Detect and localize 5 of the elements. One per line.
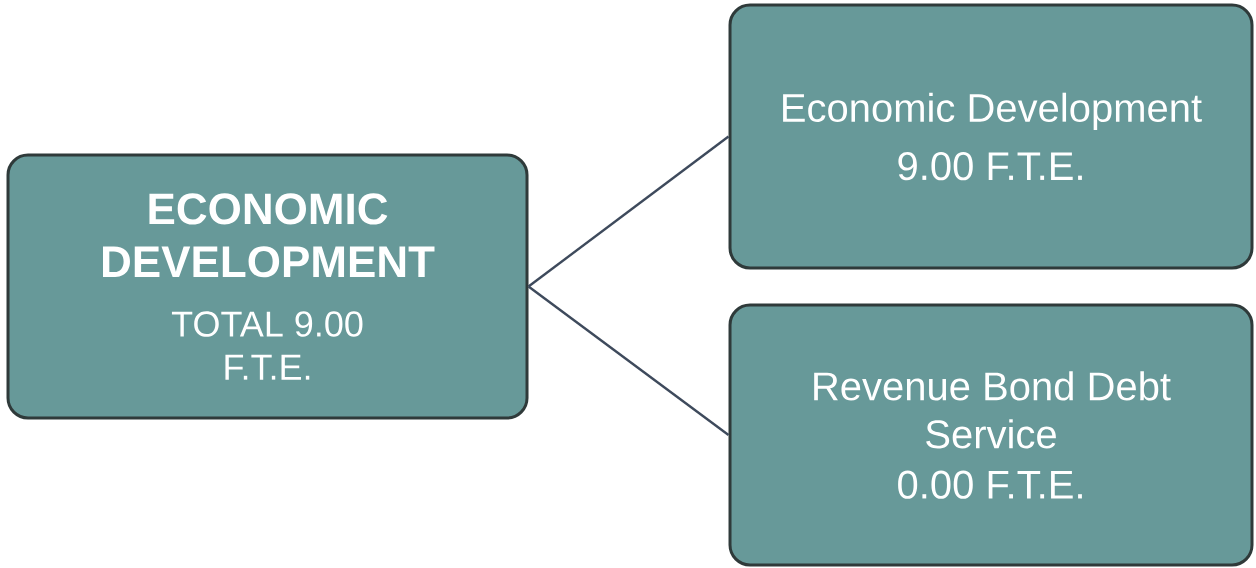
process-box: Revenue Bond Debt Service 0.00 F.T.E. [728,303,1254,567]
process-box: ECONOMIC DEVELOPMENT TOTAL 9.00 F.T.E. [6,153,529,420]
connector-line [527,285,730,436]
process-box: Economic Development 9.00 F.T.E. [728,3,1254,270]
connector-line [527,135,730,288]
